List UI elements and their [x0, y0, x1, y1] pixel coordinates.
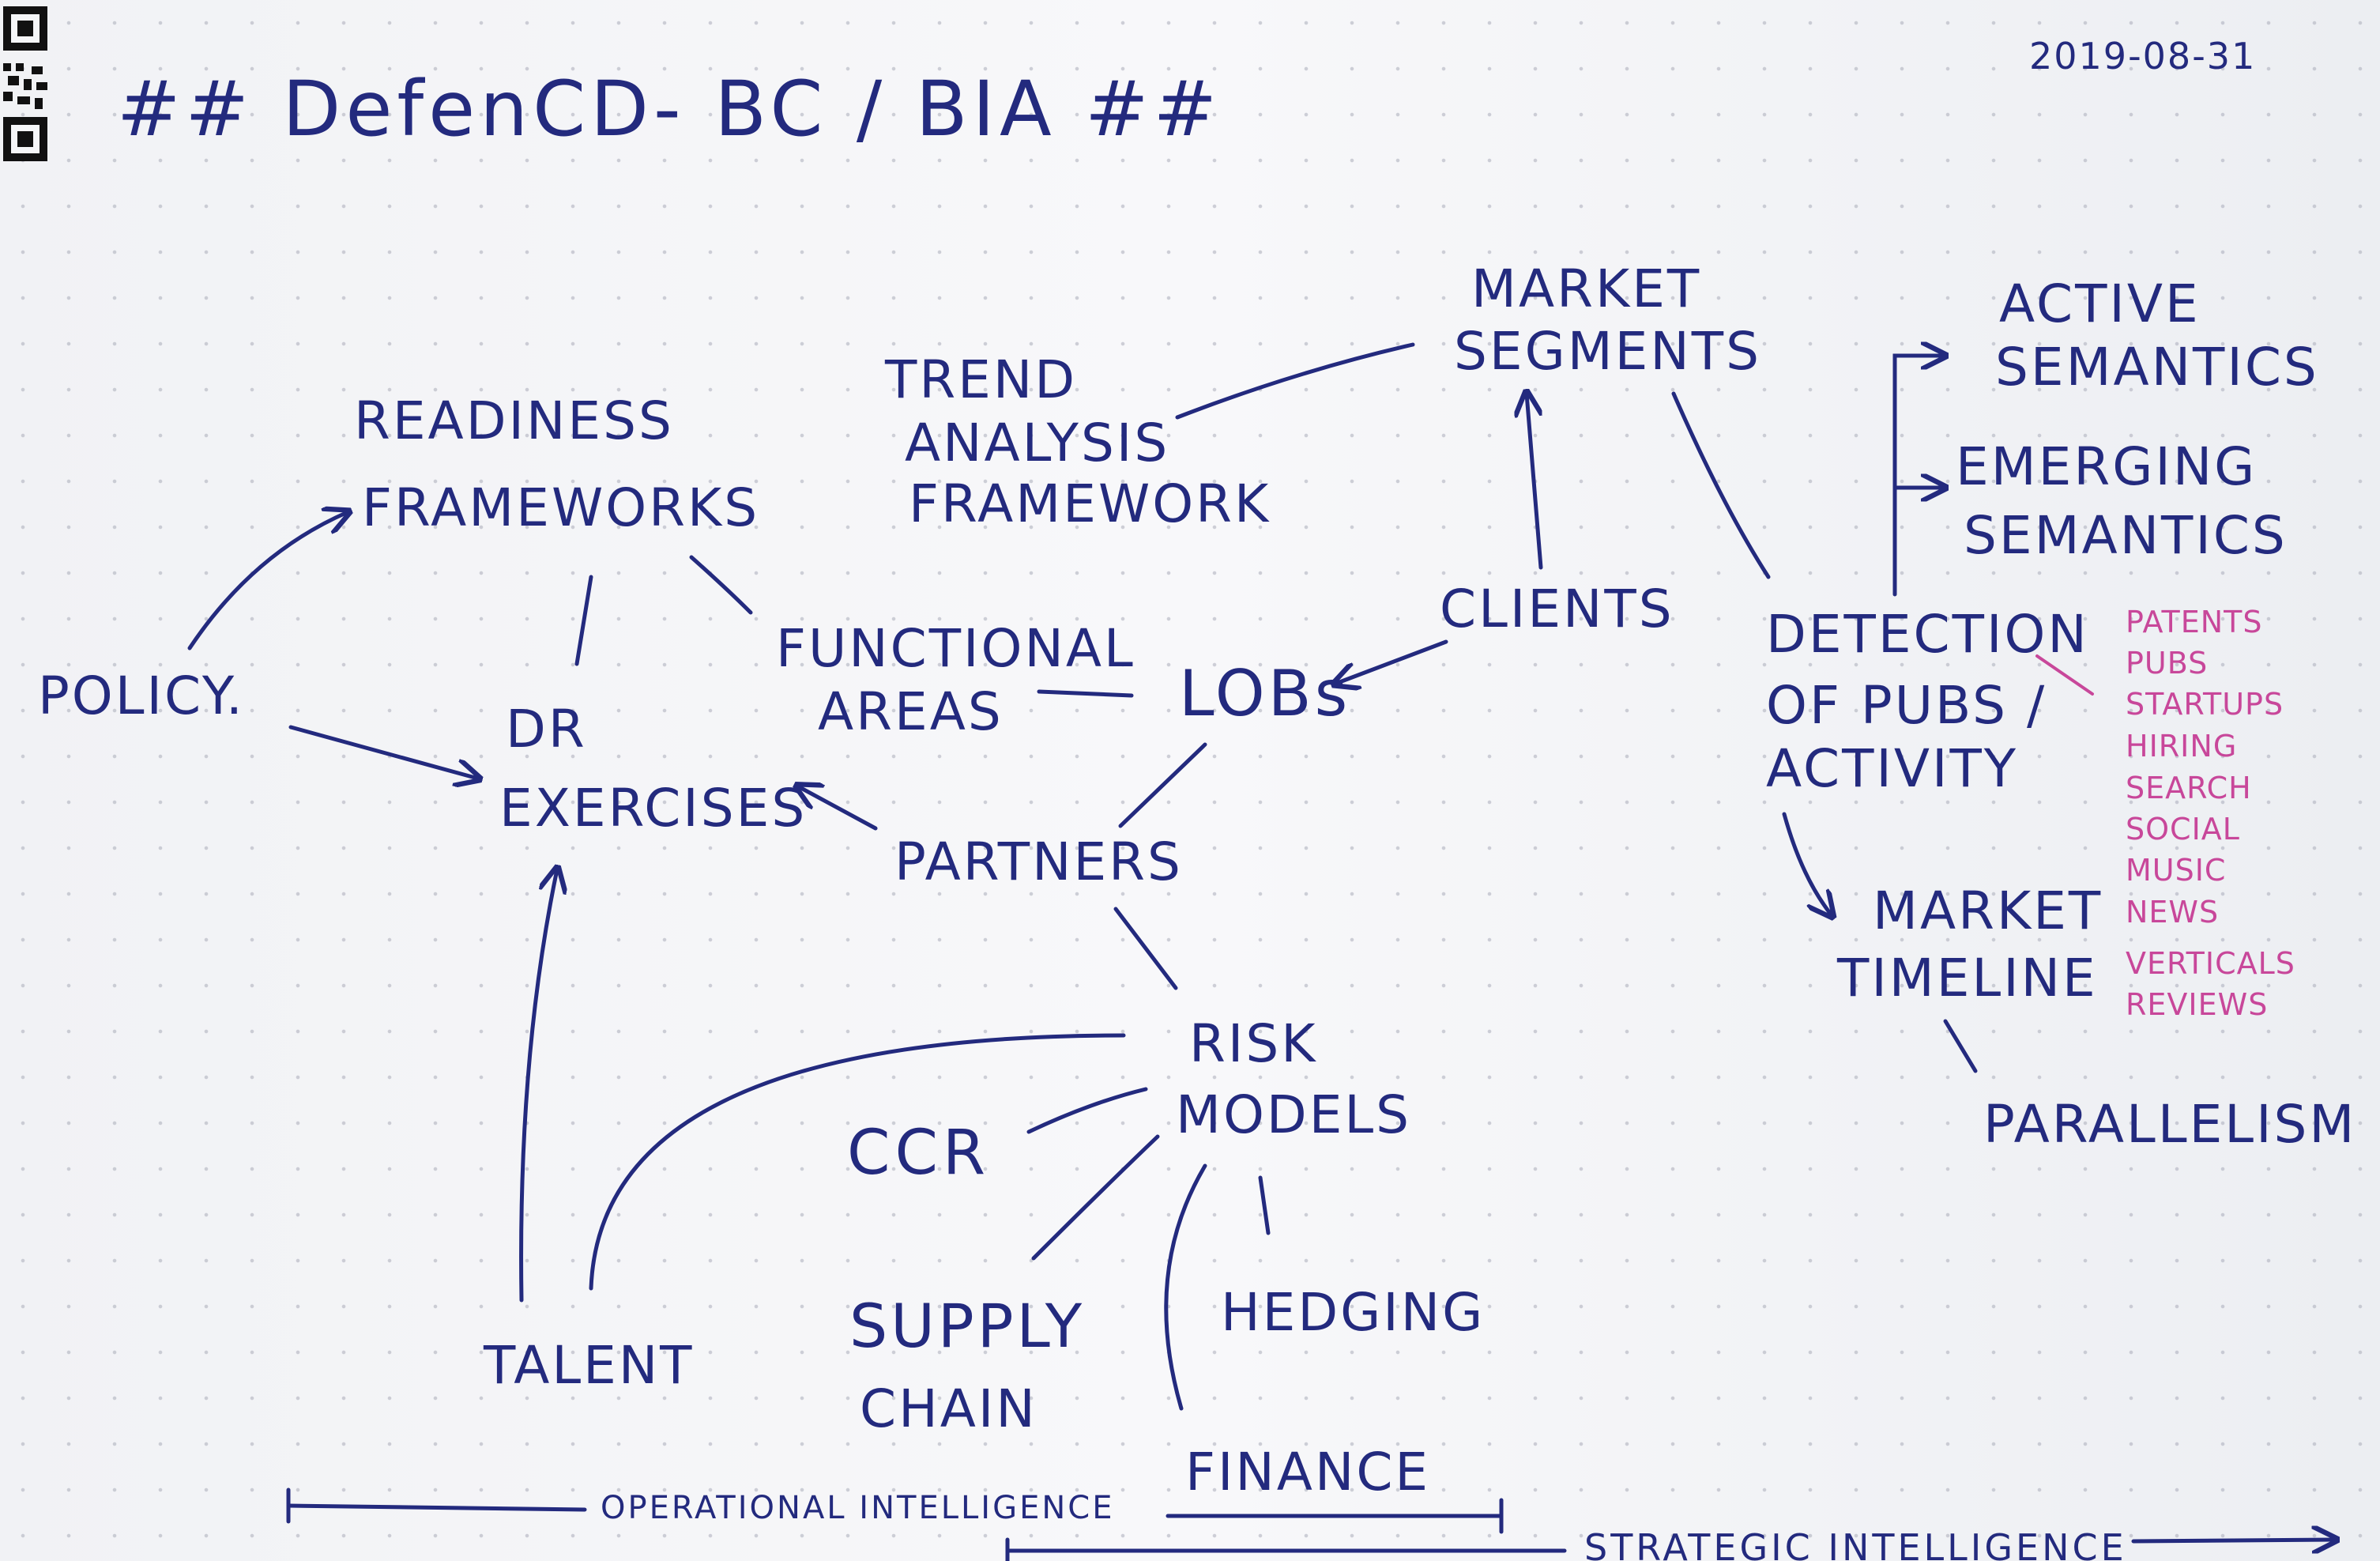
node-finance: FINANCE: [1185, 1442, 1431, 1503]
page-title: ## DefenCD- BC / BIA ##: [117, 65, 1222, 153]
source-item: PATENTS: [2126, 605, 2263, 639]
arrow-partners-dr: [798, 786, 878, 831]
node-detection-line1: DETECTION: [1766, 604, 2089, 665]
operational-intelligence-label: OPERATIONAL INTELLIGENCE: [601, 1490, 1115, 1526]
node-detection-line3: ACTIVITY: [1766, 738, 2019, 799]
qr-code-icon: [3, 6, 47, 161]
node-timeline-line1: MARKET: [1873, 880, 2103, 941]
node-readiness-line1: READINESS: [354, 390, 674, 451]
node-emerging-line1: EMERGING: [1956, 436, 2258, 497]
node-market-segments-line2: SEGMENTS: [1454, 321, 1761, 382]
source-item: MUSIC: [2126, 853, 2227, 888]
arrow-detection-timeline: [1782, 812, 1832, 915]
line-partners-risk: [1113, 907, 1178, 990]
node-talent: TALENT: [484, 1335, 695, 1396]
source-item: REVIEWS: [2126, 987, 2269, 1022]
arrow-policy-dr: [288, 725, 478, 779]
node-policy: POLICY.: [38, 665, 245, 726]
node-active-line1: ACTIVE: [1999, 273, 2201, 334]
line-ccr-risk: [1026, 1087, 1148, 1134]
source-item: VERTICALS: [2126, 946, 2295, 981]
node-timeline-line2: TIMELINE: [1837, 948, 2098, 1009]
source-item: HIRING: [2126, 729, 2238, 764]
node-lobs: LOBs: [1179, 657, 1351, 730]
arrow-clients-market: [1527, 394, 1543, 570]
node-dr-line1: DR: [506, 699, 587, 760]
arrow-detection-active: [1892, 356, 1944, 597]
line-detection-sources: [2035, 654, 2094, 696]
node-functional-line1: FUNCTIONAL: [776, 618, 1135, 679]
node-risk-line1: RISK: [1189, 1013, 1318, 1074]
node-dr-line2: EXERCISES: [499, 778, 808, 839]
arrow-strategic-right: [2131, 1540, 2335, 1541]
source-item: PUBS: [2126, 646, 2209, 681]
source-item: NEWS: [2126, 895, 2220, 929]
source-item: SEARCH: [2126, 771, 2252, 805]
node-partners: PARTNERS: [894, 831, 1183, 892]
strategic-intelligence-label: STRATEGIC INTELLIGENCE: [1584, 1526, 2127, 1561]
node-detection-line2: OF PUBS /: [1766, 675, 2047, 736]
node-trend-line2: ANALYSIS: [905, 413, 1170, 473]
node-clients: CLIENTS: [1440, 579, 1674, 639]
line-readiness-dr: [574, 575, 593, 666]
node-hedging: HEDGING: [1221, 1282, 1486, 1343]
node-supply-line2: CHAIN: [860, 1378, 1037, 1439]
line-talent-risk: [589, 1033, 1126, 1291]
date-label: 2019-08-31: [2029, 35, 2257, 77]
line-lobs-partners: [1118, 742, 1207, 828]
line-market-detection: [1671, 391, 1771, 579]
line-timeline-parallelism: [1943, 1019, 1978, 1073]
source-item: SOCIAL: [2126, 812, 2240, 846]
node-parallelism: PARALLELISM: [1983, 1094, 2357, 1155]
node-trend-line3: FRAMEWORK: [909, 473, 1271, 534]
source-item: STARTUPS: [2126, 687, 2284, 722]
line-supply-risk: [1031, 1134, 1160, 1261]
line-readiness-functional: [689, 555, 753, 615]
node-market-segments-line1: MARKET: [1471, 258, 1702, 319]
line-finance-risk: [1164, 1163, 1207, 1411]
arrow-talent-dr: [519, 869, 557, 1303]
arrow-clients-lobs: [1335, 639, 1448, 684]
node-functional-line2: AREAS: [818, 681, 1004, 742]
node-emerging-line2: SEMANTICS: [1964, 505, 2288, 566]
line-functional-lobs: [1037, 689, 1134, 698]
node-risk-line2: MODELS: [1176, 1084, 1412, 1145]
node-ccr: CCR: [847, 1118, 991, 1189]
line-hedging-risk: [1258, 1175, 1271, 1235]
node-active-line2: SEMANTICS: [1995, 337, 2319, 398]
node-trend-line1: TREND: [885, 349, 1078, 410]
bar-operational-left: [286, 1503, 587, 1512]
line-trend-market: [1175, 342, 1415, 420]
node-readiness-line2: FRAMEWORKS: [362, 477, 760, 538]
arrow-policy-readiness: [187, 512, 348, 650]
node-supply-line1: SUPPLY: [849, 1291, 1086, 1361]
